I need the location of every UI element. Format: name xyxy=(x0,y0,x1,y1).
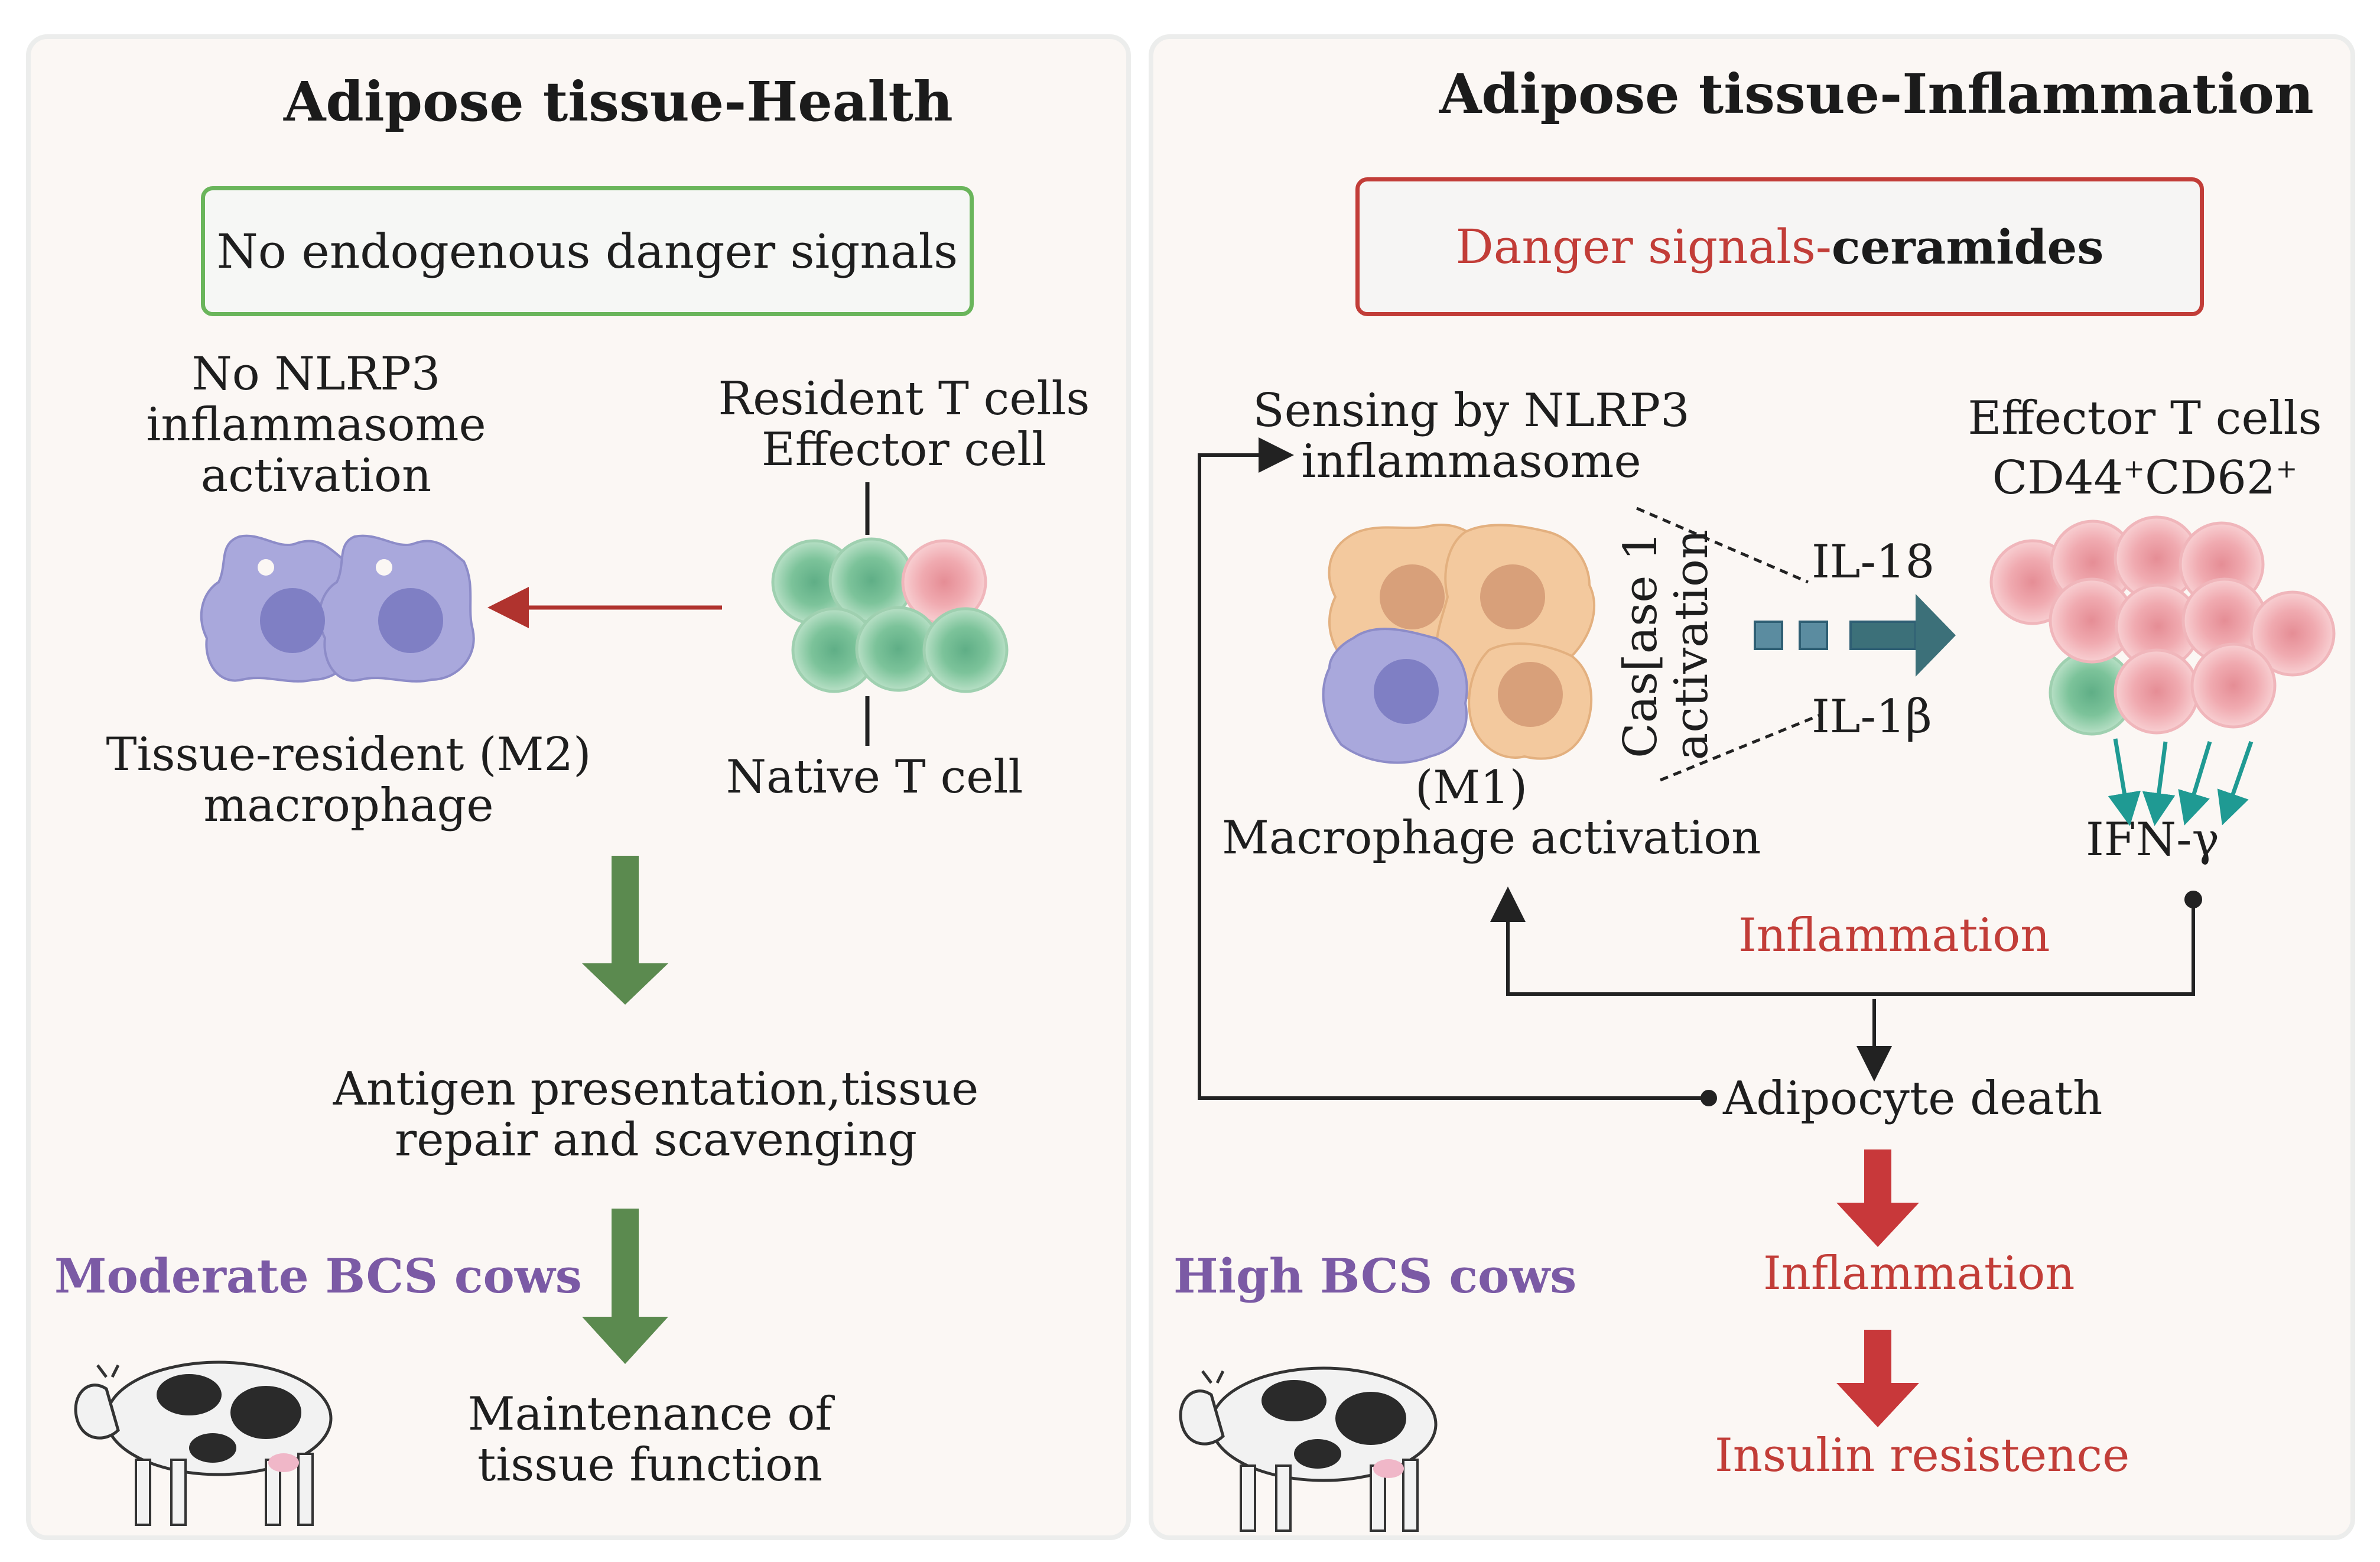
effector-t-cells-label: Effector T cells CD44+CD62+ xyxy=(1944,393,2346,504)
inflammation-outcome-label: Inflammation xyxy=(1763,1247,2075,1300)
inflammation-panel-title: Adipose tissue-Inflammation xyxy=(1439,62,2314,126)
moderate-bcs-cows-label: Moderate BCS cows xyxy=(54,1248,582,1304)
red-arrow-2 xyxy=(1836,1330,1919,1427)
t-cell-cluster-icon xyxy=(771,482,1009,746)
m2-macrophage-icon xyxy=(200,534,475,683)
m2-macrophage-label: Tissue-resident (M2) macrophage xyxy=(106,728,591,832)
health-panel-title: Adipose tissue-Health xyxy=(284,70,953,134)
insulin-resistance-label: Insulin resistence xyxy=(1715,1429,2130,1482)
il1b-dashed-line xyxy=(1660,713,1820,782)
macrophage-activation-label: Macrophage activation xyxy=(1222,811,1761,865)
no-danger-signals-box: No endogenous danger signals xyxy=(201,186,974,316)
effector-t-cell-cluster-icon xyxy=(1989,515,2336,736)
adipocyte-death-label: Adipocyte death xyxy=(1723,1072,2103,1125)
m1-label: (M1) xyxy=(1415,761,1528,814)
danger-signals-prefix: Danger signals- xyxy=(1455,219,1832,274)
green-arrow-2 xyxy=(582,1209,668,1364)
no-nlrp3-label: No NLRP3 inflammasome activation xyxy=(146,348,486,502)
ifn-teal-arrows xyxy=(2108,738,2254,826)
native-t-cell-label: Native T cell xyxy=(726,751,1023,804)
feedback-loop-lines xyxy=(1198,437,2202,1106)
il18-dashed-line xyxy=(1636,506,1809,584)
green-arrow-1 xyxy=(582,856,668,1005)
maintenance-label: Maintenance of tissue function xyxy=(467,1388,833,1492)
inflammation-feedback-label: Inflammation xyxy=(1738,909,2050,962)
m1-macrophage-cluster-icon xyxy=(1322,524,1595,764)
il18-label: IL-18 xyxy=(1812,535,1935,589)
ceramides-label: ceramides xyxy=(1831,219,2104,275)
red-arrow-1 xyxy=(1836,1149,1919,1247)
cow-icon-right xyxy=(1179,1366,1438,1532)
il1b-label: IL-1β xyxy=(1812,690,1932,743)
no-danger-signals-label: No endogenous danger signals xyxy=(216,223,958,279)
antigen-presentation-label: Antigen presentation,tissue repair and s… xyxy=(333,1063,979,1167)
resident-t-cells-label: Resident T cells Effector cell xyxy=(718,372,1090,476)
danger-signals-box: Danger signals-ceramides xyxy=(1355,177,2204,316)
cd44-cd62-label: CD44+CD62+ xyxy=(1992,452,2298,505)
high-bcs-cows-label: High BCS cows xyxy=(1173,1248,1577,1304)
il-signal-arrow xyxy=(1754,594,1956,677)
cow-icon-left xyxy=(74,1360,333,1526)
sensing-nlrp3-label: Sensing by NLRP3 inflammasome xyxy=(1253,384,1690,488)
